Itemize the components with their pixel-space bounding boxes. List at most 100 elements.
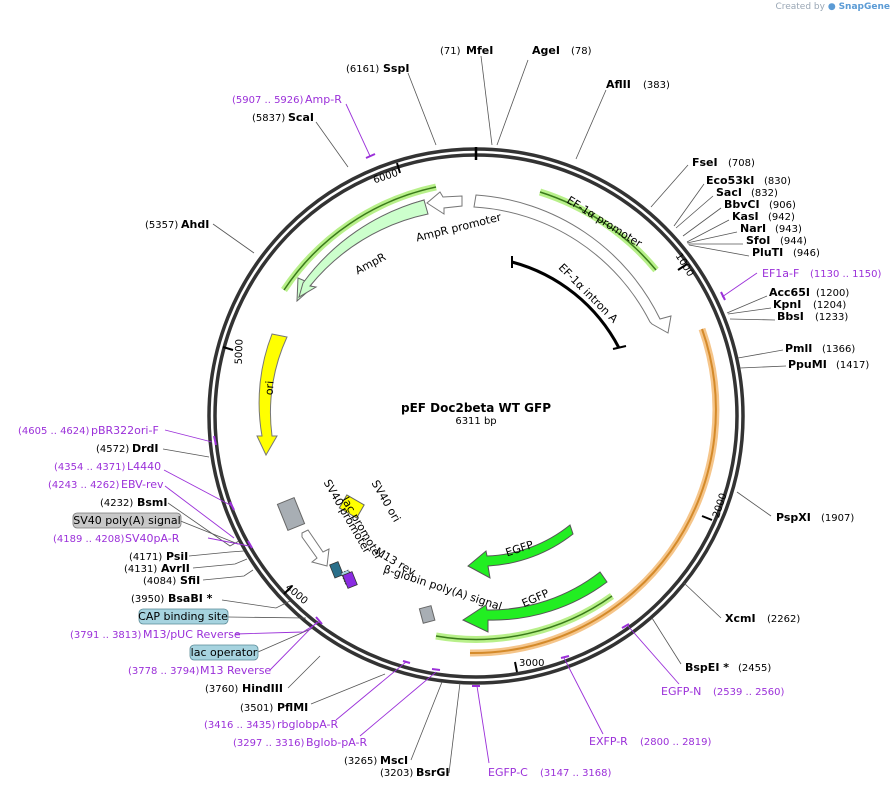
ptick-m13	[315, 616, 323, 625]
enzyme-pos-drdi: (4572)	[96, 444, 129, 455]
ef1a-intron-bracket	[511, 260, 621, 349]
tick-label-6000: 6000	[372, 168, 400, 186]
enzyme-pos-eco53ki: (830)	[764, 176, 791, 187]
pleader-exfp-r	[563, 657, 604, 735]
primer-pos-l4440: (4354 .. 4371)	[54, 462, 126, 473]
sv40-polya-label: SV40 poly(A) signal	[73, 514, 180, 527]
tick-label-5000: 5000	[234, 339, 246, 365]
primer-pos-pbr322ori-f: (4605 .. 4624)	[18, 426, 90, 437]
enzyme-name-bspei: BspEI *	[685, 661, 729, 674]
tick-mark-2000	[701, 515, 713, 521]
primer-name-ef1a-f: EF1a-F	[762, 267, 799, 280]
enzyme-name-sfoi: SfoI	[746, 234, 770, 247]
ef1a-intron-label: EF-1α intron A	[556, 261, 621, 326]
ptick-amp-r	[365, 153, 376, 159]
leader-pmli	[737, 349, 784, 359]
enzyme-pos-bsrgi: (3203)	[380, 768, 413, 779]
tick-label-1000: 1000	[673, 251, 696, 278]
leader-bspei	[651, 617, 682, 665]
primer-name-l4440: L4440	[127, 460, 161, 473]
enzyme-pos-nari: (943)	[775, 224, 802, 235]
pleader-rbglobpa-r	[335, 661, 407, 721]
ef1a-promoter-arrow	[473, 194, 672, 334]
enzyme-pos-sfii: (4084)	[143, 576, 176, 587]
plasmid-name: pEF Doc2beta WT GFP	[401, 401, 551, 415]
leader-msci	[410, 681, 443, 761]
pleader-l4440	[163, 469, 233, 507]
snapgene-logo-icon: ●	[827, 2, 836, 12]
leader-ahdi	[212, 223, 255, 254]
enzyme-pos-xcmi: (2262)	[767, 614, 800, 625]
cap-binding-box	[329, 561, 344, 579]
enzyme-pos-kasi: (942)	[768, 212, 795, 223]
enzyme-name-fsei: FseI	[692, 156, 718, 169]
enzyme-name-bbvci: BbvCI	[724, 198, 760, 211]
sv40-polya-badge	[72, 512, 182, 529]
sv40-ori-box	[338, 494, 365, 519]
enzyme-name-aflii: AflII	[606, 78, 631, 91]
enzyme-leaders	[162, 55, 787, 774]
green-highlight-line-top	[539, 191, 657, 271]
lac-operator-label: lac operator	[191, 646, 258, 659]
pleader-sv40pa-r	[207, 537, 250, 547]
snapgene-watermark: Created by ● SnapGene	[775, 2, 890, 12]
leader-sspi	[407, 72, 437, 146]
tick-mark-3000	[514, 661, 518, 673]
tick-mark-1000	[677, 263, 688, 271]
enzyme-pos-bsabi: (3950)	[131, 594, 164, 605]
leader-pspxi	[736, 491, 772, 517]
leader-drdi	[162, 448, 210, 458]
enzyme-pos-pluti: (946)	[793, 248, 820, 259]
enzyme-pos-agei: (78)	[571, 46, 592, 57]
enzyme-name-scai: ScaI	[288, 111, 314, 124]
primer-name-egfp-n: EGFP-N	[661, 685, 701, 698]
leader-bbsi	[729, 318, 776, 321]
pleader-egfp-n	[627, 625, 680, 685]
enzyme-name-hindiii: HindIII	[242, 682, 283, 695]
sv40-promoter-box	[276, 496, 306, 532]
orange-highlight-line	[469, 328, 717, 655]
pleader-pbr322ori-f	[164, 429, 213, 443]
beta-globin-box	[418, 605, 436, 624]
pleader-ebv-rev	[164, 485, 235, 539]
primer-name-exfp-r: EXFP-R	[589, 735, 628, 748]
enzyme-name-eco53ki: Eco53kI	[706, 174, 754, 187]
leader-lac-operator	[257, 627, 314, 653]
primer-pos-amp-r: (5907 .. 5926)	[232, 95, 304, 106]
ampr-promoter-label: AmpR promoter	[415, 211, 503, 245]
leader-bsrgi	[448, 682, 461, 774]
pleader-m13-puc	[234, 621, 320, 635]
leader-ppumi	[739, 365, 787, 369]
primer-pos-bglob-pa-r: (3297 .. 3316)	[233, 738, 305, 749]
leader-kasi	[686, 219, 730, 243]
enzyme-pos-bbvci: (906)	[769, 200, 796, 211]
tick-mark-6000	[396, 162, 401, 174]
enzyme-pos-avrii: (4131)	[124, 564, 157, 575]
sv40-promoter-arrow	[301, 529, 330, 567]
enzyme-name-drdi: DrdI	[132, 442, 159, 455]
primer-name-amp-r: Amp-R	[305, 93, 342, 106]
primer-name-m13-reverse: M13 Reverse	[200, 664, 271, 677]
enzyme-name-xcmi: XcmI	[725, 612, 756, 625]
m13-rev-box	[342, 571, 358, 589]
ptick-pbr322ori-f	[213, 435, 217, 446]
ef1a-intron-end-b	[612, 345, 627, 350]
ptick-sv40pa-r	[247, 540, 253, 549]
enzyme-pos-pspxi: (1907)	[821, 513, 854, 524]
enzyme-pos-aflii: (383)	[643, 80, 670, 91]
leader-kpni	[727, 307, 772, 315]
primer-name-egfp-c: EGFP-C	[488, 766, 528, 779]
enzyme-name-acc65i: Acc65I	[769, 286, 810, 299]
enzyme-name-kpni: KpnI	[773, 298, 801, 311]
enzyme-pos-sfoi: (944)	[780, 236, 807, 247]
enzyme-name-sspi: SspI	[383, 62, 409, 75]
enzyme-pos-hindiii: (3760)	[205, 684, 238, 695]
tick-mark-5000	[222, 346, 234, 351]
enzyme-name-bbsi: BbsI	[777, 310, 804, 323]
leader-agei	[496, 59, 529, 146]
leader-bsabi	[221, 599, 291, 609]
enzyme-pos-bspei: (2455)	[738, 663, 771, 674]
enzyme-pos-msci: (3265)	[344, 756, 377, 767]
leader-psii	[188, 550, 245, 557]
enzyme-name-avrii: AvrII	[161, 562, 190, 575]
